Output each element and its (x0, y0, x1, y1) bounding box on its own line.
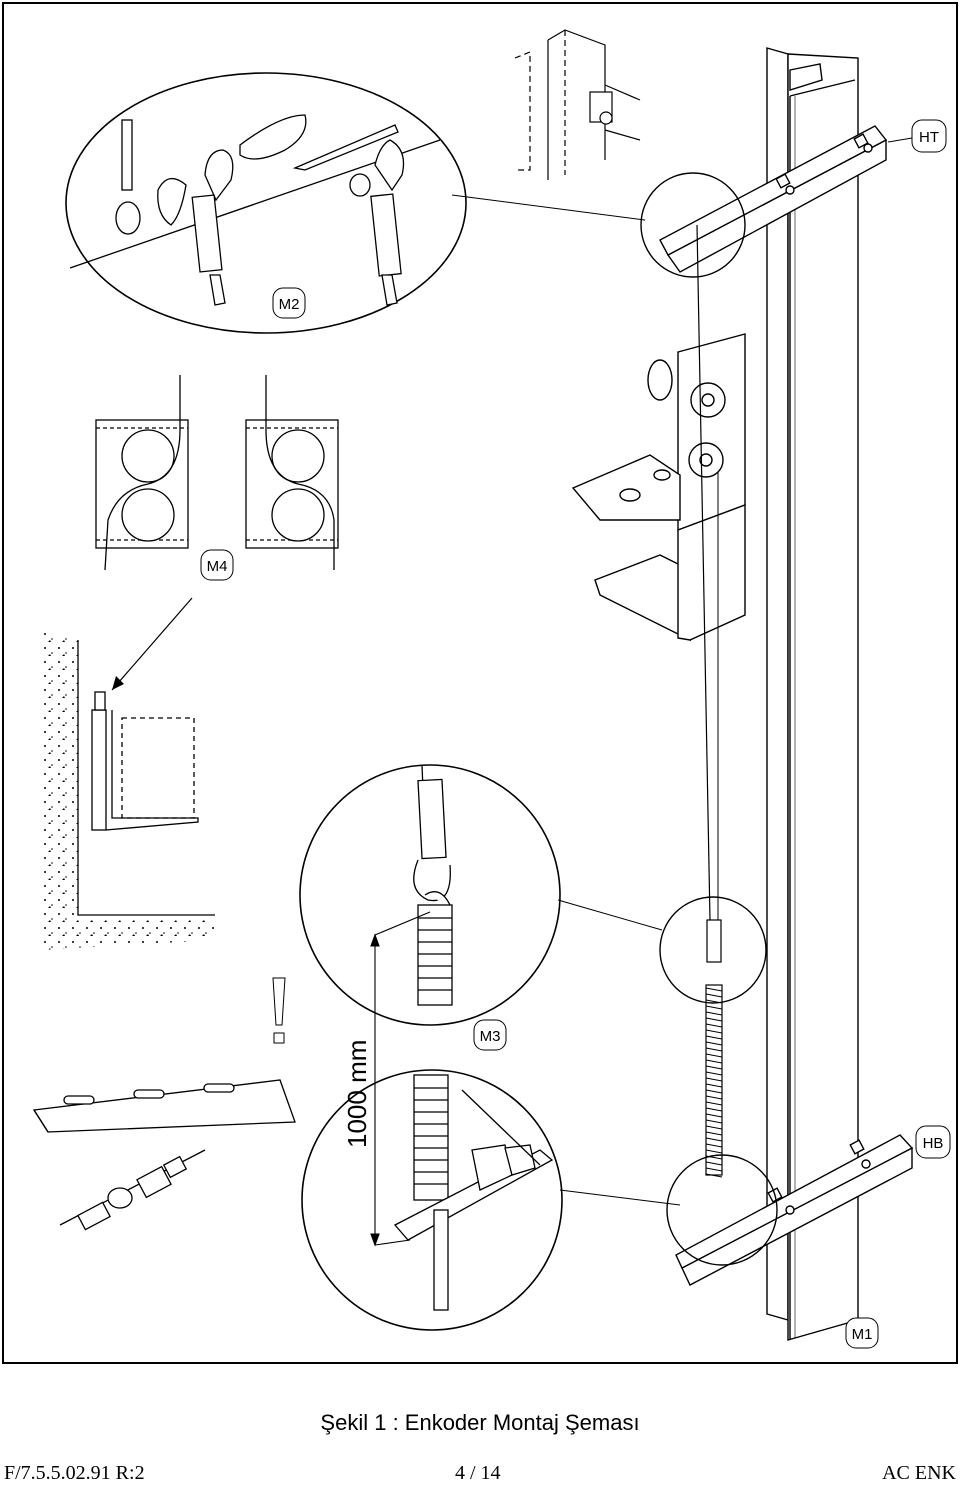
m3-lower-contents (393, 1074, 554, 1311)
dimension-line (370, 911, 431, 1247)
guide-rail (766, 47, 859, 1341)
spring-coil (705, 1125, 723, 1130)
spring-coil (705, 1131, 723, 1136)
spring-coil (705, 1089, 723, 1094)
hb-label: HB (923, 1135, 944, 1152)
m3-upper-contents (413, 764, 453, 1006)
m2-contents (69, 114, 441, 306)
pulley-assembly (571, 333, 746, 642)
spring-coil (705, 1095, 723, 1100)
encoder-cable (696, 224, 711, 921)
spring-coil (705, 1053, 723, 1058)
spring-coil (705, 1173, 723, 1178)
spring-coil (705, 1137, 723, 1142)
m4-plate-left (95, 375, 189, 571)
m3-leader-lower (559, 1189, 681, 1206)
tension-spring (705, 919, 723, 1178)
document-tag: AC ENK (882, 1462, 956, 1484)
spring-coil (705, 1113, 723, 1118)
m3-label: M3 (480, 1028, 501, 1045)
bottom-bracket (675, 1134, 914, 1286)
m1-marker: M1 (845, 1317, 879, 1349)
encoder-assembly-diagram: HT (2, 2, 958, 1364)
spring-coil (705, 1101, 723, 1106)
spring-coil (705, 1017, 723, 1022)
eye-bolt (59, 1149, 206, 1231)
m3-marker: M3 (473, 1019, 507, 1051)
ht-label: HT (919, 129, 939, 146)
m2-marker: M2 (272, 287, 306, 319)
m4-plate-right (245, 375, 339, 570)
spring-coil (705, 1041, 723, 1046)
spring-coil (705, 1065, 723, 1070)
ht-leader (887, 137, 913, 143)
spring-coil (705, 1149, 723, 1154)
drawing-frame (2, 2, 958, 1364)
spring-coil (705, 1167, 723, 1172)
warning-mark (272, 977, 286, 1044)
m4-label: M4 (207, 558, 228, 575)
spring-coil (705, 1071, 723, 1076)
spring-coil (705, 1059, 723, 1064)
detail-circle-bottom (666, 1154, 778, 1266)
spring-coil (705, 1077, 723, 1082)
spring-coil (705, 1005, 723, 1010)
spring-coil (705, 1029, 723, 1034)
ht-marker: HT (911, 119, 947, 153)
detail-circle-middle (659, 896, 767, 1004)
spring-coil (705, 1023, 723, 1028)
spring-coil (705, 993, 723, 998)
spring-coil (705, 1047, 723, 1052)
spring-coil (705, 1083, 723, 1088)
dimension-label: 1000 mm (342, 1040, 372, 1148)
m2-label: M2 (279, 296, 300, 313)
spring-coil (705, 1143, 723, 1148)
m4-arrow (111, 597, 193, 691)
spring-coil (705, 1011, 723, 1016)
spring-coil (705, 1107, 723, 1112)
m3-leader-upper (557, 899, 663, 931)
spring-coil (705, 1161, 723, 1166)
spring-coil (705, 1035, 723, 1040)
spring-coil (705, 1119, 723, 1124)
slotted-angle-bracket (32, 1079, 296, 1133)
spring-coil (705, 987, 723, 992)
shaft-wall-section (40, 630, 215, 950)
top-bracket (659, 125, 888, 273)
detail-circle-top (640, 172, 746, 278)
hb-marker: HB (915, 1125, 951, 1159)
m2-leader (451, 194, 646, 221)
m1-label: M1 (852, 1326, 873, 1343)
top-rail-stub (514, 29, 641, 180)
m4-marker: M4 (200, 549, 234, 581)
figure-caption: Şekil 1 : Enkoder Montaj Şeması (320, 1410, 640, 1435)
page-number: 4 / 14 (455, 1462, 501, 1484)
document-code: F/7.5.5.02.91 R:2 (4, 1462, 145, 1484)
